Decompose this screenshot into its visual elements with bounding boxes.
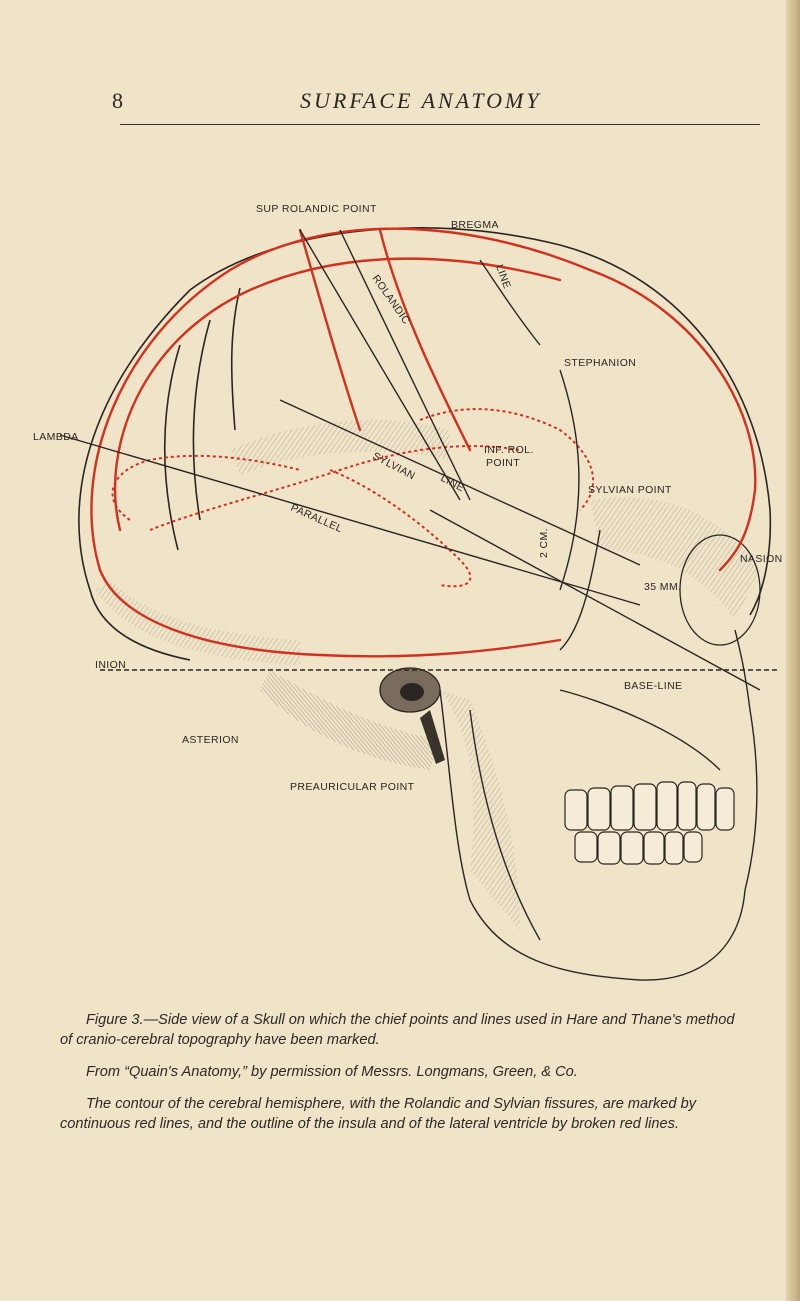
skull-outline xyxy=(78,227,772,661)
label-inf-rol-point-line2: POINT xyxy=(486,457,520,469)
figure-caption: Figure 3.—Side view of a Skull on which … xyxy=(60,1010,750,1146)
label-base-line: BASE-LINE xyxy=(624,680,682,692)
label-sup-rolandic-point: SUP ROLANDIC POINT xyxy=(256,203,377,215)
label-35mm: 35 MM. xyxy=(644,581,681,593)
page-number: 8 xyxy=(112,88,124,113)
teeth xyxy=(564,781,735,865)
header-rule xyxy=(120,124,760,125)
page-header: 8 SURFACE ANATOMY xyxy=(0,88,800,118)
ear-region xyxy=(379,667,445,764)
label-rolandic: ROLANDIC xyxy=(370,273,413,327)
label-2cm: 2 CM. xyxy=(538,528,550,558)
insula-ventricle-broken-lines xyxy=(111,408,594,588)
skull-illustration: SUP ROLANDIC POINT BREGMA STEPHANION LAM… xyxy=(33,203,783,981)
caption-color-key: The contour of the cerebral hemisphere, … xyxy=(60,1096,697,1132)
construction-lines xyxy=(59,229,780,691)
label-line-1: LINE xyxy=(493,263,513,291)
label-lambda: LAMBDA xyxy=(33,431,79,443)
caption-figure-description: Figure 3.—Side view of a Skull on which … xyxy=(60,1012,735,1048)
label-parallel: PARALLEL xyxy=(289,502,345,536)
skull-figure: SUP ROLANDIC POINT BREGMA STEPHANION LAM… xyxy=(0,170,800,1000)
label-preauricular-point: PREAURICULAR POINT xyxy=(290,781,415,793)
label-bregma: BREGMA xyxy=(451,219,499,231)
cerebral-red-lines xyxy=(90,227,757,658)
label-inion: INION xyxy=(95,659,126,671)
orbit xyxy=(679,534,761,646)
label-inf-rol-point-line1: INF. ROL. xyxy=(484,444,534,456)
label-nasion: NASION xyxy=(740,553,783,565)
label-line-2: LINE xyxy=(439,472,467,494)
running-title: SURFACE ANATOMY xyxy=(300,88,542,113)
label-sylvian: SYLVIAN xyxy=(371,450,418,482)
page-edge xyxy=(786,0,800,1301)
label-sylvian-point: SYLVIAN POINT xyxy=(588,484,672,496)
label-asterion: ASTERION xyxy=(182,734,239,746)
caption-source-credit: From “Quain's Anatomy,” by permission of… xyxy=(86,1064,578,1080)
bone-shading xyxy=(95,419,760,930)
label-stephanion: STEPHANION xyxy=(564,357,636,369)
